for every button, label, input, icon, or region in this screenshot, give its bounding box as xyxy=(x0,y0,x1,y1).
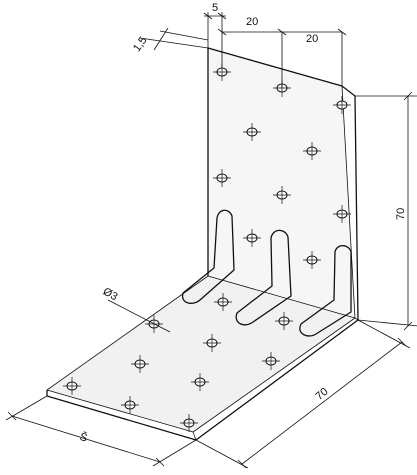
mounting-hole xyxy=(131,355,149,373)
mounting-hole xyxy=(243,229,261,247)
mounting-hole xyxy=(180,414,198,432)
rib-3 xyxy=(299,244,352,337)
vertical-plate xyxy=(208,48,355,318)
dim-hole-diameter: Ø3 xyxy=(101,286,120,304)
mounting-hole xyxy=(121,396,139,414)
dimension-lines xyxy=(5,12,417,469)
mounting-hole xyxy=(275,312,293,330)
dim-depth: 70 xyxy=(313,386,330,403)
base-plate xyxy=(47,276,355,432)
mounting-hole xyxy=(214,293,232,311)
rib-2 xyxy=(235,229,292,326)
mounting-hole xyxy=(243,123,261,141)
dim-spacing-1: 20 xyxy=(246,16,258,28)
mounting-hole xyxy=(273,186,291,204)
mounting-hole xyxy=(333,96,351,114)
mounting-hole xyxy=(303,251,321,269)
rib-1 xyxy=(181,209,235,304)
dim-height: 70 xyxy=(395,208,407,220)
mounting-hole xyxy=(191,373,209,391)
dim-spacing-2: 20 xyxy=(306,33,318,45)
mounting-hole xyxy=(203,334,221,352)
mounting-hole xyxy=(63,377,81,395)
mounting-hole xyxy=(262,352,280,370)
dim-width: Š xyxy=(78,430,89,445)
mounting-hole xyxy=(333,205,351,223)
dim-thickness: 1,5 xyxy=(131,35,150,54)
dim-offset-top: 5 xyxy=(212,2,218,14)
mounting-hole xyxy=(213,169,231,187)
stiffener-ribs xyxy=(181,209,352,337)
mounting-hole xyxy=(303,142,321,160)
